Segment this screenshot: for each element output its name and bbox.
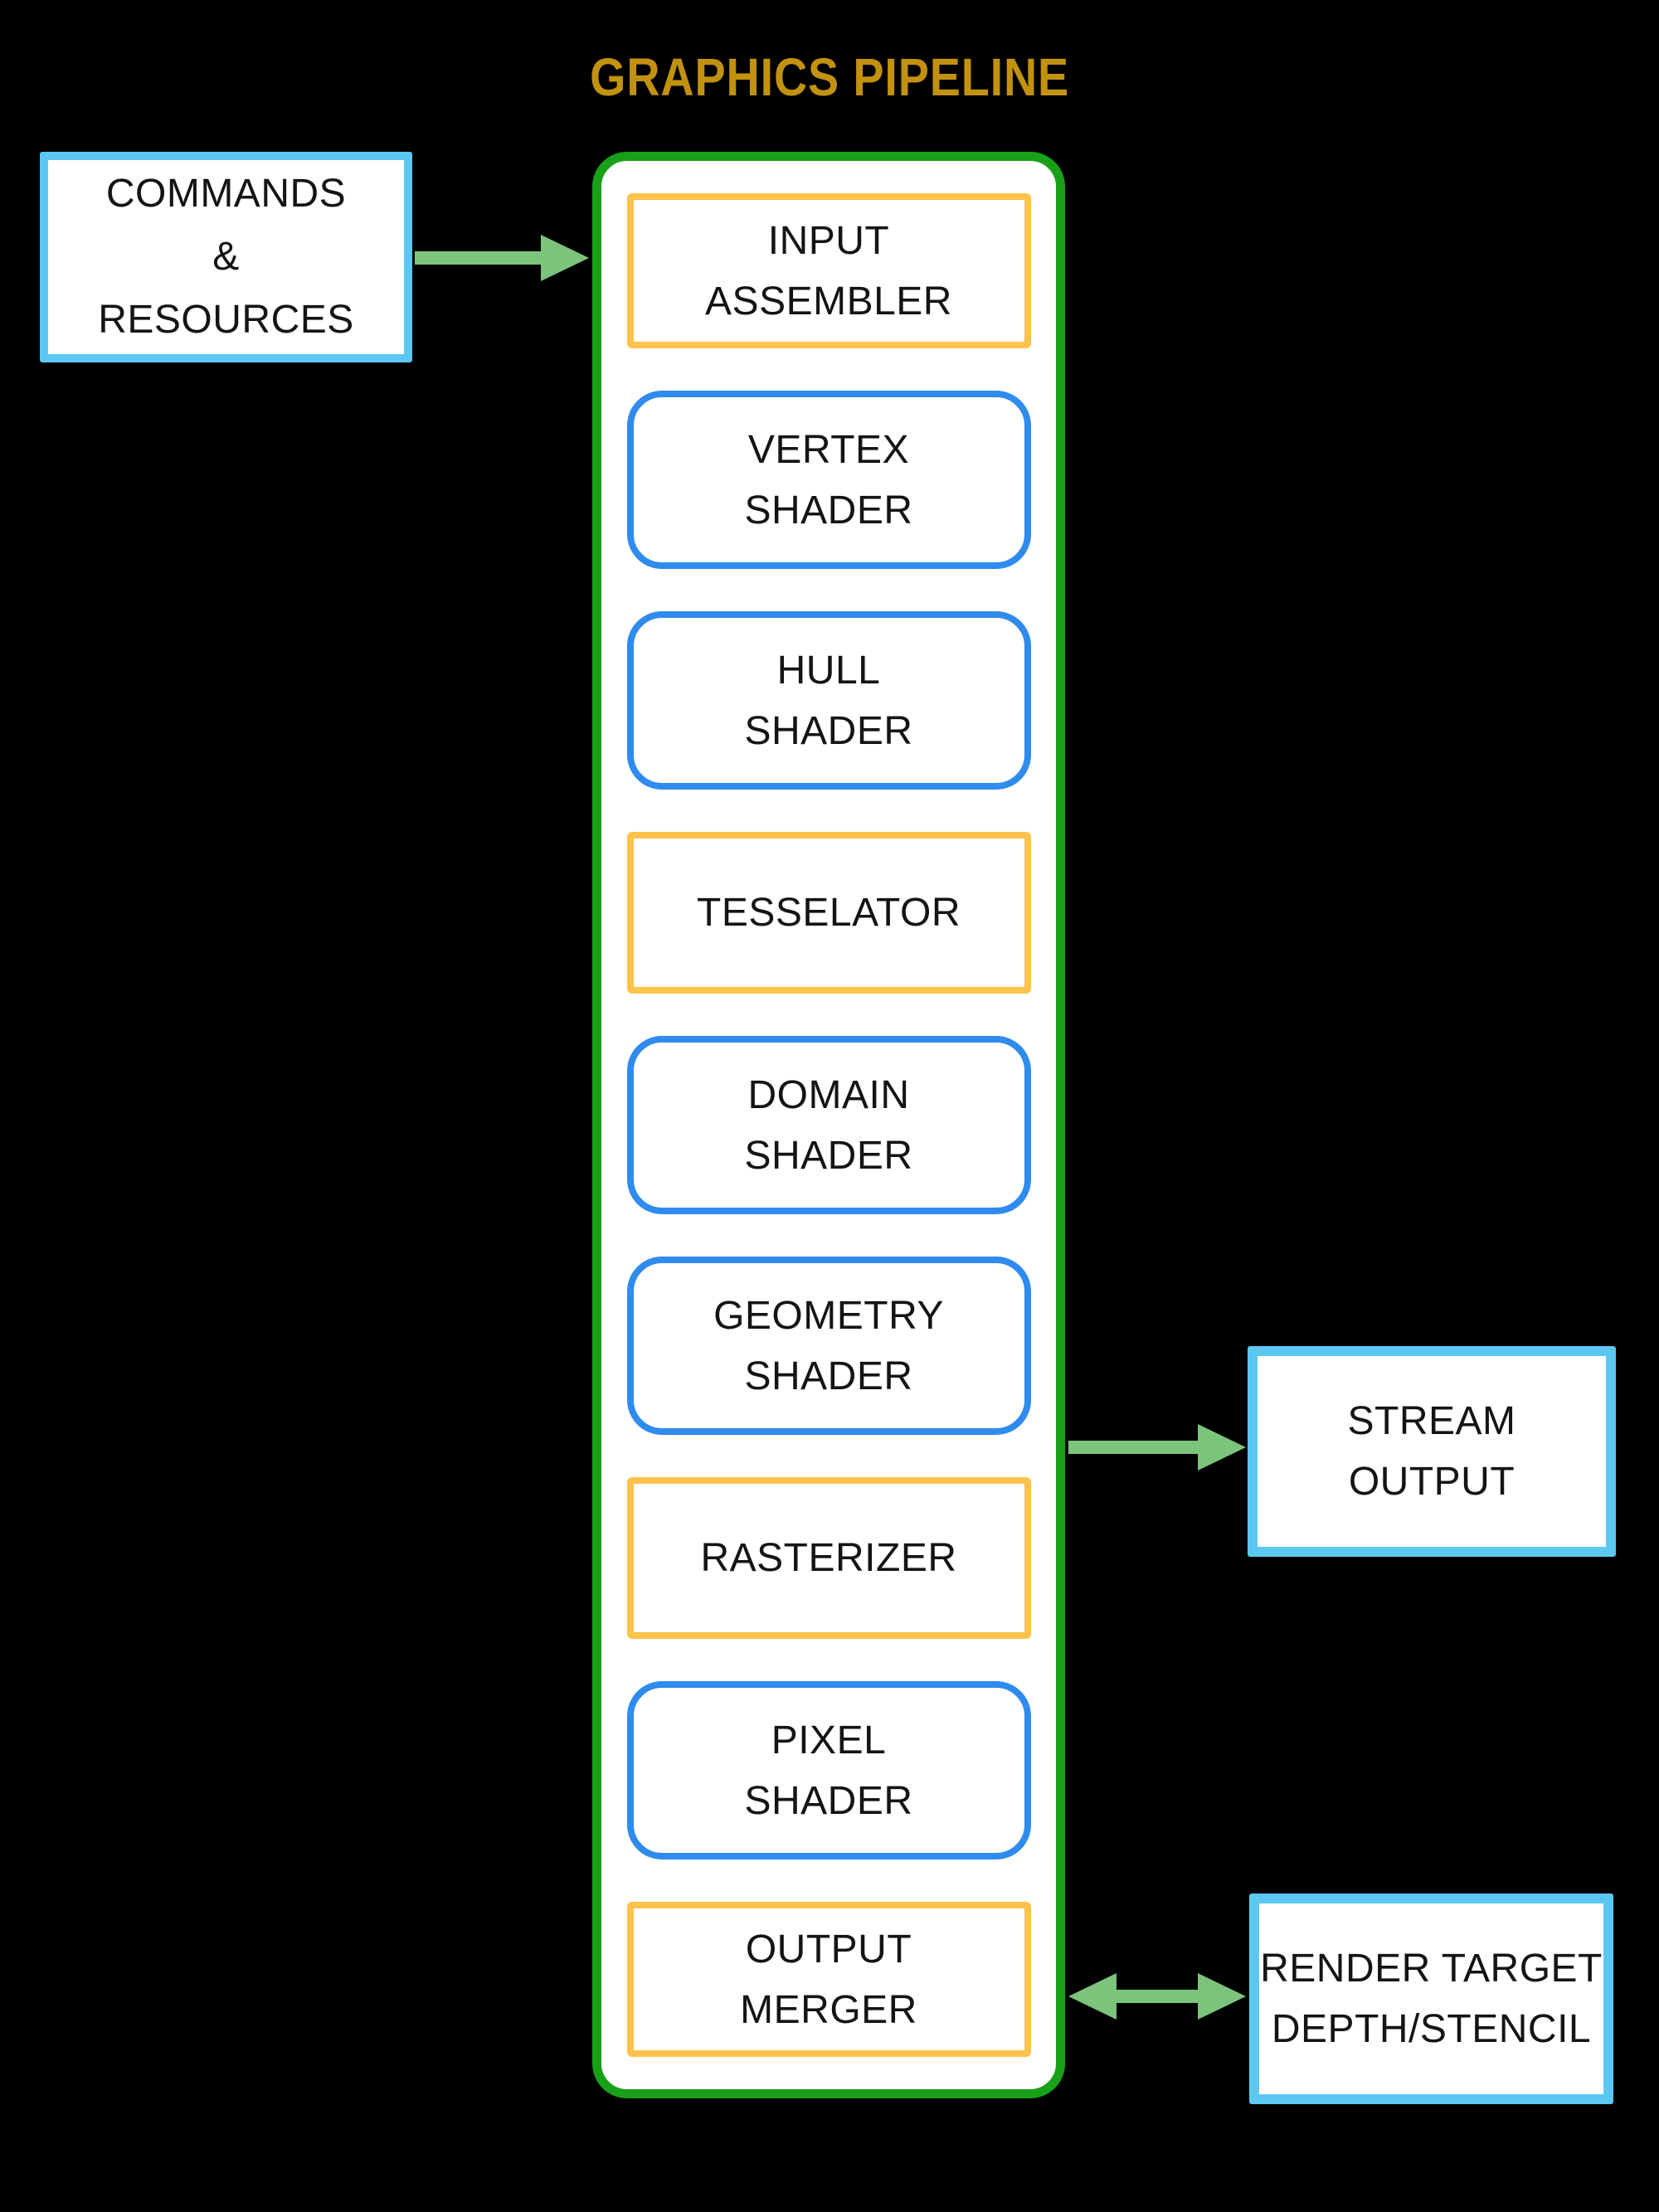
stage-label: DOMAIN SHADER	[744, 1072, 913, 1178]
stage-label: TESSELATOR	[697, 891, 961, 935]
commands-resources-box: COMMANDS & RESOURCES	[40, 152, 412, 362]
stream-output-box: STREAM OUTPUT	[1248, 1346, 1616, 1557]
render-target-depth-stencil-box: RENDER TARGET DEPTH/STENCIL	[1249, 1894, 1613, 2104]
stage-pixel-shader: PIXEL SHADER	[626, 1681, 1031, 1860]
stage-geometry-shader: GEOMETRY SHADER	[626, 1257, 1031, 1435]
stage-label: INPUT ASSEMBLER	[705, 218, 952, 323]
arrow-geometry-to-stream-output-shaft	[1068, 1441, 1199, 1454]
page-title: GRAPHICS PIPELINE	[590, 47, 1069, 107]
stage-label: RASTERIZER	[700, 1536, 957, 1580]
stage-hull-shader: HULL SHADER	[626, 611, 1031, 790]
stage-vertex-shader: VERTEX SHADER	[626, 391, 1031, 569]
stage-label: GEOMETRY SHADER	[713, 1293, 944, 1398]
arrow-right-icon	[1198, 1973, 1246, 2020]
pipeline-container: INPUT ASSEMBLER VERTEX SHADER HULL SHADE…	[592, 152, 1065, 2098]
stage-rasterizer: RASTERIZER	[626, 1477, 1031, 1639]
stage-output-merger: OUTPUT MERGER	[626, 1902, 1031, 2057]
stage-label: HULL SHADER	[744, 648, 913, 753]
stage-label: PIXEL SHADER	[744, 1718, 913, 1823]
arrow-left-icon	[1068, 1973, 1117, 2020]
stage-tesselator: TESSELATOR	[626, 832, 1031, 994]
stage-label: VERTEX SHADER	[744, 427, 913, 532]
arrow-output-merger-render-target-shaft	[1115, 1990, 1199, 2003]
arrow-right-icon	[541, 235, 589, 281]
title-row: GRAPHICS PIPELINE	[0, 46, 1659, 108]
arrow-commands-to-pipeline-shaft	[415, 251, 542, 265]
commands-resources-label: COMMANDS & RESOURCES	[98, 172, 354, 342]
stage-label: OUTPUT MERGER	[740, 1927, 917, 2032]
stage-domain-shader: DOMAIN SHADER	[626, 1036, 1031, 1214]
stream-output-label: STREAM OUTPUT	[1347, 1399, 1516, 1504]
arrow-right-icon	[1198, 1424, 1246, 1471]
stage-input-assembler: INPUT ASSEMBLER	[626, 193, 1031, 348]
render-target-depth-stencil-label: RENDER TARGET DEPTH/STENCIL	[1260, 1947, 1603, 2051]
